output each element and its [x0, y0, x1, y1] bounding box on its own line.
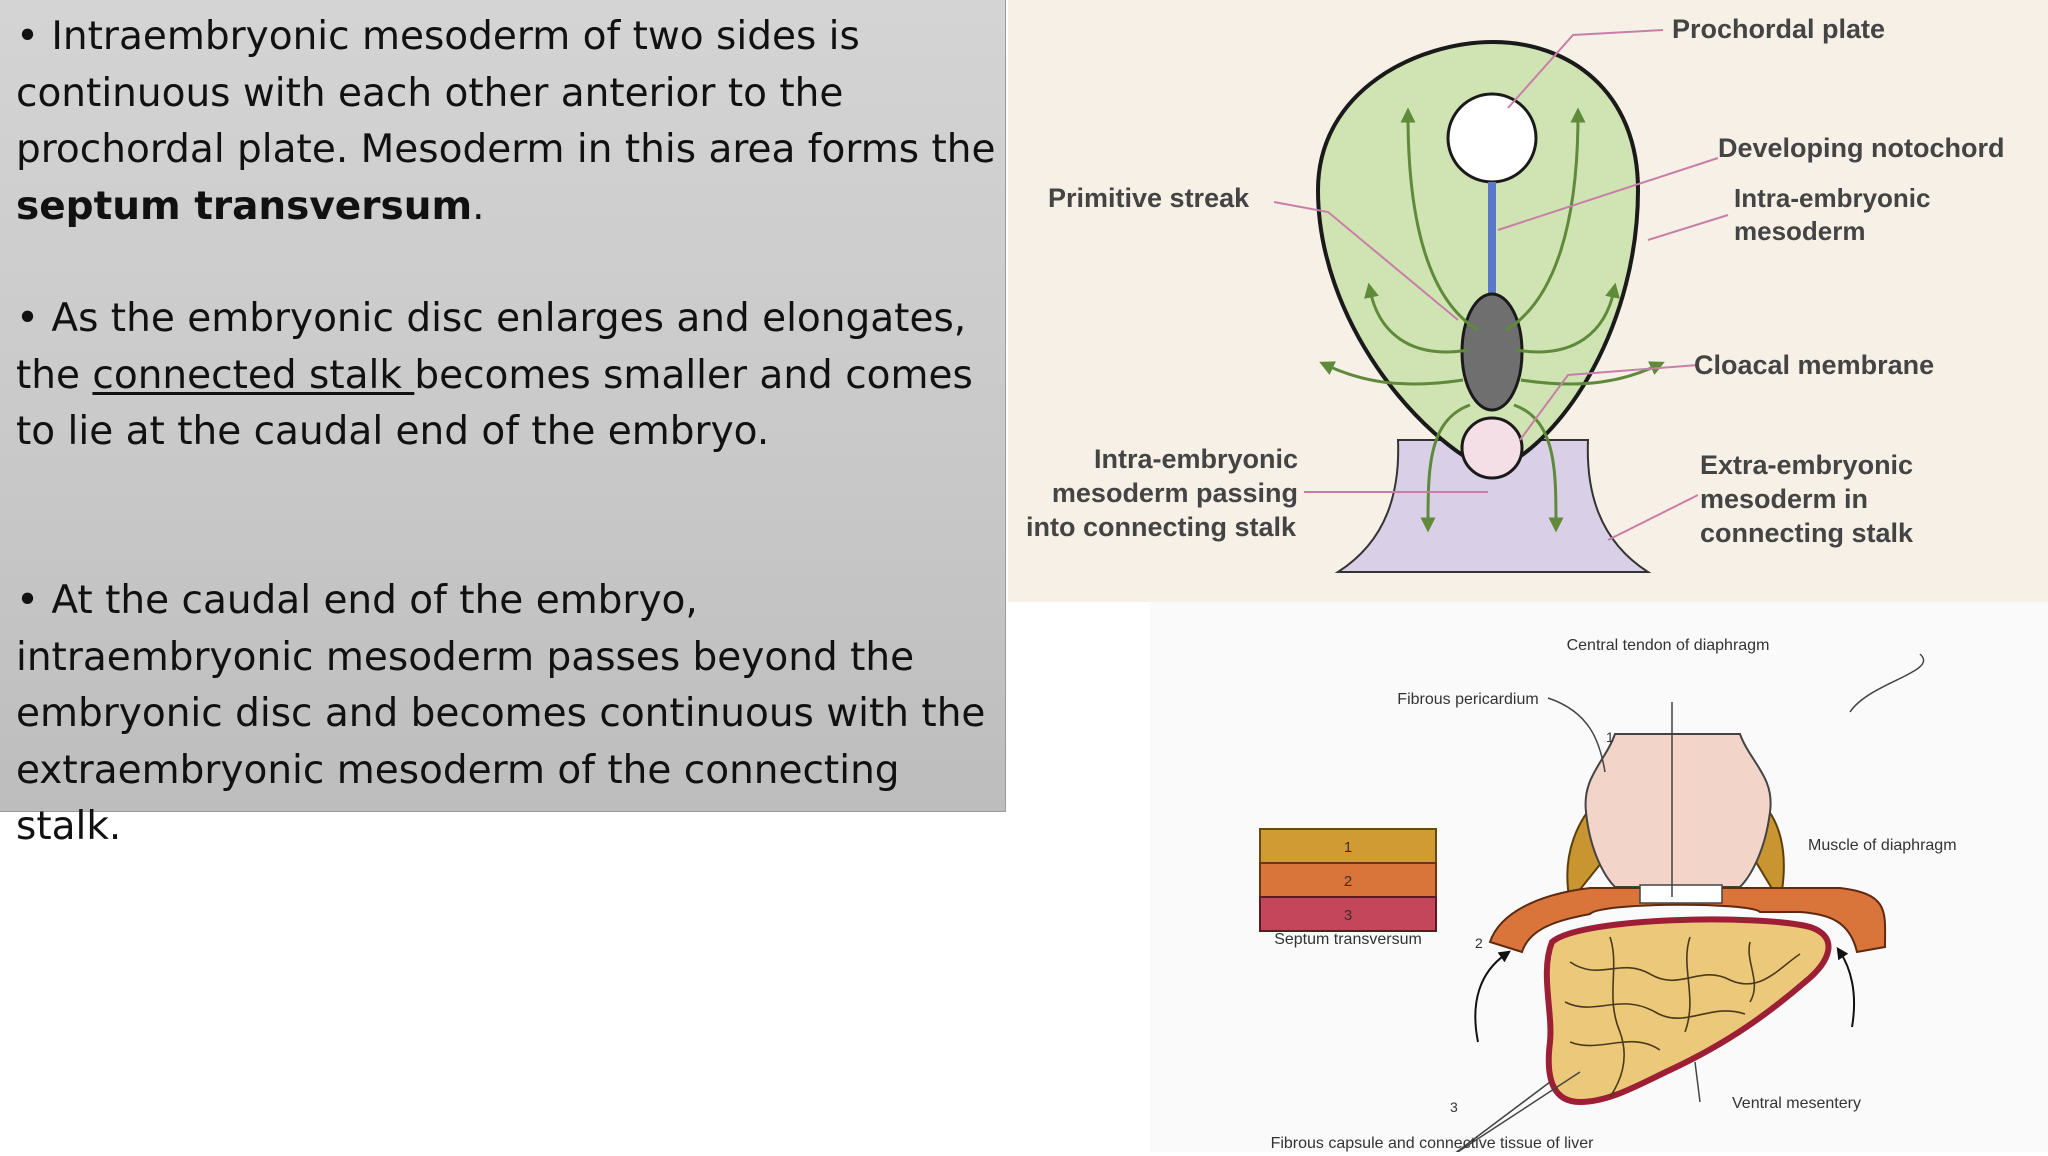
arrow-left-upper	[1400, 107, 1479, 332]
label-primitive-streak: Primitive streak	[1048, 183, 1250, 213]
paragraph-text: As the embryonic disc enlarges and elong…	[16, 296, 967, 398]
legend: 1 2 3 Septum transversum	[1259, 828, 1437, 948]
leader-developing-notochord	[1497, 157, 1719, 231]
central-tendon-gap	[1639, 884, 1723, 904]
leader-muscle-of-diaphragm	[1849, 653, 1924, 713]
embryonic-disc-diagram: Prochordal plate Developing notochord Pr…	[1008, 0, 2048, 602]
arrow-left-lower	[1319, 361, 1464, 386]
arrow-left-middle	[1364, 282, 1469, 354]
cloacal-membrane	[1460, 416, 1524, 480]
underlined-term-connected-stalk: connected stalk	[92, 352, 415, 398]
arrow-right-middle	[1515, 282, 1620, 354]
paragraph-text-end: becomes smaller and comes to lie at the …	[16, 352, 973, 455]
legend-swatch-2	[1259, 862, 1437, 898]
septum-transversum-figure: 1 2 3 Septum transversum	[1150, 602, 2048, 1156]
septum-labels-layer	[1150, 602, 2048, 1152]
connecting-stalk	[1334, 439, 1652, 573]
label-intra-embryonic-mesoderm-line1: Intra-embryonic	[1734, 183, 1931, 213]
septum-band	[1488, 887, 1887, 954]
label-extra-embryonic-line3: connecting stalk	[1700, 518, 1914, 548]
legend-swatch-3	[1259, 896, 1437, 932]
paragraph-text-end: .	[472, 183, 485, 229]
bullet-paragraph-3: • At the caudal end of the embryo, intra…	[16, 573, 1001, 856]
septum-transversum-diagram: 1 2 3 Septum transversum	[1150, 602, 2048, 1156]
arrow-left	[1474, 950, 1511, 1043]
label-passing-line2: mesoderm passing	[1052, 478, 1298, 508]
arrow-into-stalk-right	[1513, 403, 1564, 533]
leader-prochordal-plate	[1507, 29, 1664, 109]
bold-term-septum-transversum: septum transversum	[16, 183, 473, 229]
label-extra-embryonic-line2: mesoderm in	[1700, 484, 1868, 514]
arrow-right	[1836, 947, 1856, 1028]
label-cloacal-membrane: Cloacal membrane	[1694, 350, 1934, 380]
mesoderm-arrows	[1319, 107, 1665, 533]
bullet-paragraph-1: • Intraembryonic mesoderm of two sides i…	[16, 9, 1001, 235]
primitive-streak	[1460, 292, 1524, 412]
legend-swatch-1	[1259, 828, 1437, 864]
label-septum-transversum: Septum transversum	[1274, 931, 1422, 948]
liver-texture	[1564, 936, 1801, 1098]
arrow-into-stalk-left	[1420, 403, 1471, 533]
leader-fibrous-pericardium	[1547, 697, 1606, 773]
leader-lines	[1450, 653, 1924, 1156]
label-passing-line1: Intra-embryonic	[1094, 444, 1298, 474]
label-passing-line3: into connecting stalk	[1026, 512, 1297, 542]
leader-extra-embryonic	[1607, 494, 1699, 541]
bullet-paragraph-2: • As the embryonic disc enlarges and elo…	[16, 291, 1001, 461]
text-panel: • Intraembryonic mesoderm of two sides i…	[0, 0, 1006, 849]
liver	[1543, 916, 1832, 1106]
label-developing-notochord: Developing notochord	[1718, 133, 2005, 163]
bullet-glyph: •	[16, 296, 40, 341]
leader-fibrous-capsule-b	[1450, 1081, 1551, 1156]
label-prochordal-plate: Prochordal plate	[1672, 14, 1885, 44]
leader-primitive-streak	[1273, 201, 1459, 321]
paragraph-text: At the caudal end of the embryo, intraem…	[16, 578, 986, 849]
legend-num-1: 1	[1344, 839, 1352, 856]
legend-num-3: 3	[1344, 907, 1352, 924]
legend-num-2: 2	[1344, 873, 1352, 890]
leader-ventral-mesentery	[1694, 1061, 1701, 1103]
embryonic-disc-figure: Prochordal plate Developing notochord Pr…	[1008, 0, 2048, 602]
paragraph-text: Intraembryonic mesoderm of two sides is …	[16, 14, 996, 172]
leader-lines	[1273, 29, 1729, 541]
leader-cloacal-membrane	[1519, 364, 1699, 441]
leader-intra-embryonic-mesoderm	[1647, 214, 1729, 241]
leader-fibrous-capsule-a	[1450, 1071, 1581, 1156]
label-extra-embryonic-line1: Extra-embryonic	[1700, 450, 1913, 480]
bullet-glyph: •	[16, 578, 40, 623]
label-intra-embryonic-mesoderm-line2: mesoderm	[1734, 216, 1866, 246]
arrow-right-upper	[1505, 107, 1586, 332]
bullet-glyph: •	[16, 14, 40, 59]
prochordal-plate	[1446, 92, 1538, 184]
